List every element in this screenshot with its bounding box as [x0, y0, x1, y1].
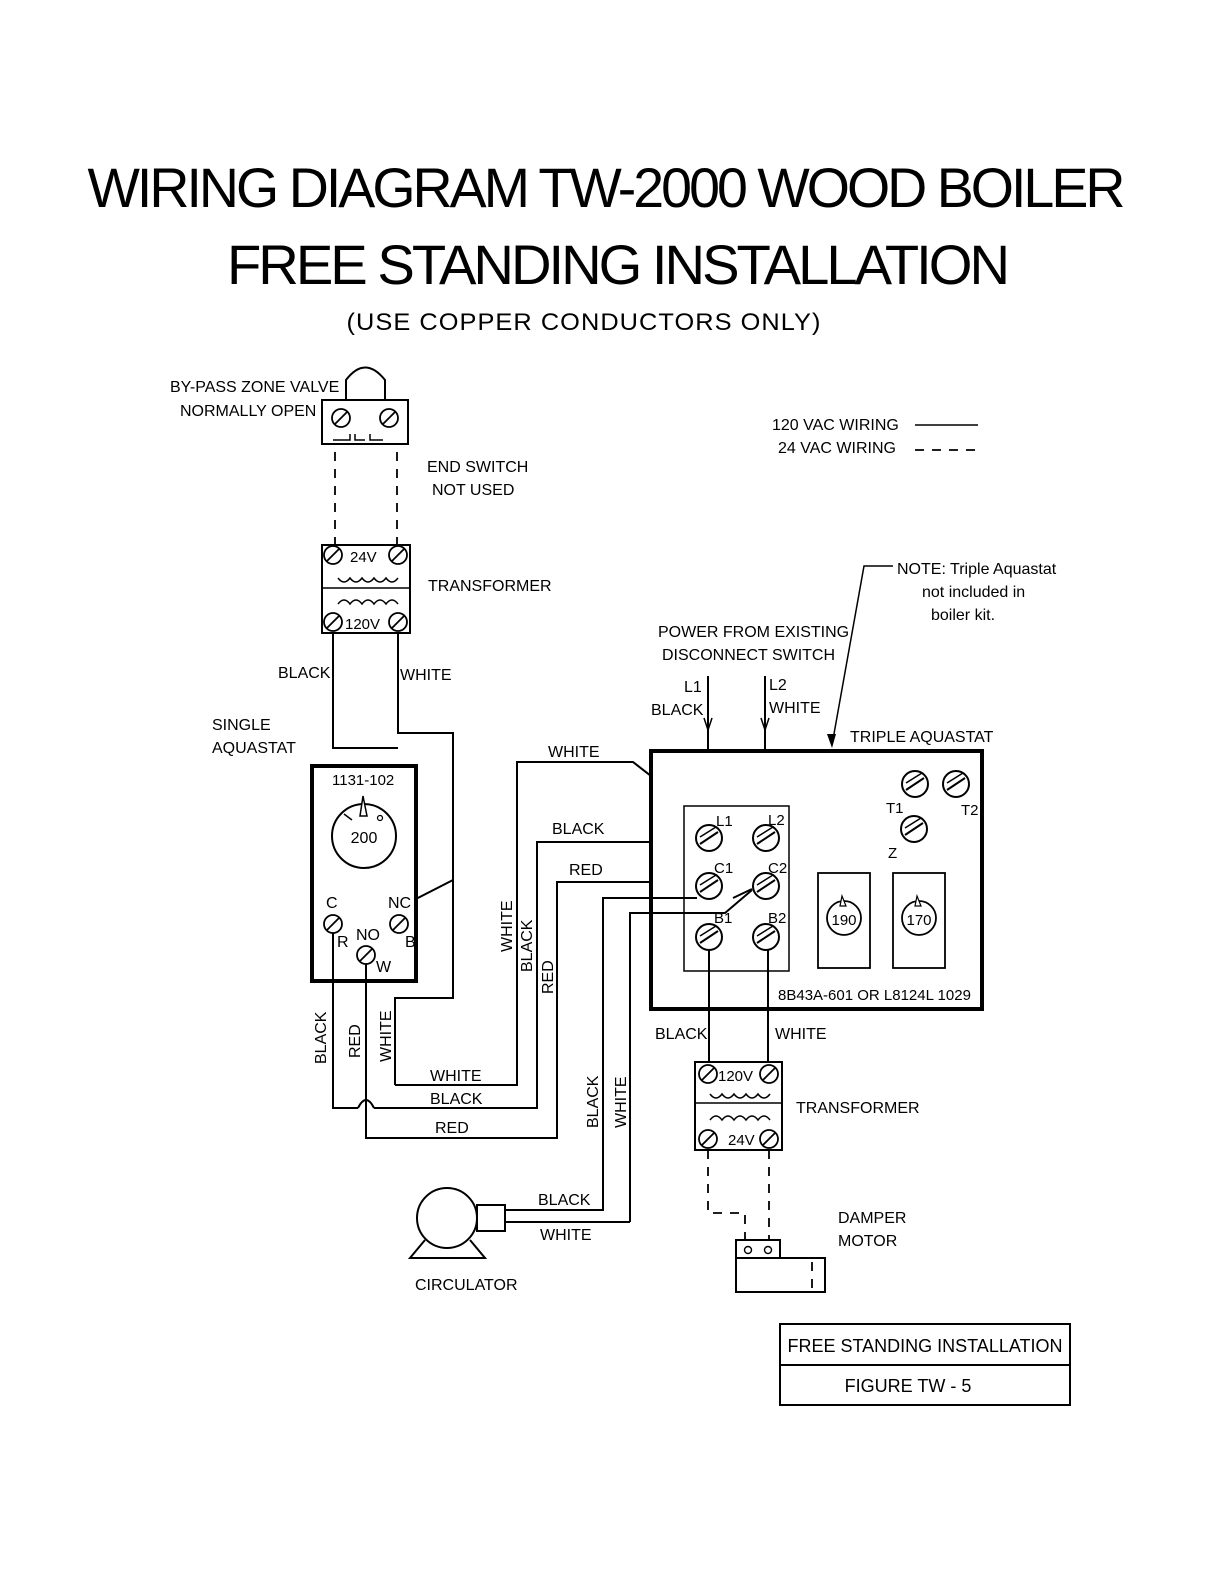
transformer-left-label: TRANSFORMER — [428, 578, 552, 595]
triple-b2: B2 — [768, 910, 786, 927]
single-aquastat-label-1: SINGLE — [212, 717, 271, 734]
wire-white-mid: WHITE — [499, 900, 516, 952]
transformer-left-120v: 120V — [345, 616, 380, 633]
single-aquastat-model: 1131-102 — [332, 772, 394, 789]
end-switch-label-2: NOT USED — [432, 482, 514, 499]
single-aquastat: 1131-102 200 C NC R NO B W — [310, 764, 418, 983]
transformer-right: 120V 24V — [694, 1061, 783, 1151]
terminal-no-label: NO — [356, 927, 380, 944]
triple-z: Z — [888, 845, 897, 862]
wire-white-bottom: WHITE — [430, 1068, 482, 1085]
circulator-white: WHITE — [540, 1227, 592, 1244]
triple-note-1: NOTE: Triple Aquastat — [897, 561, 1057, 578]
damper-motor — [735, 1239, 826, 1293]
zone-valve-label-1: BY-PASS ZONE VALVE — [170, 379, 339, 396]
triple-c2: C2 — [768, 860, 787, 877]
transformer-right-24v: 24V — [728, 1132, 755, 1149]
triple-note-2: not included in — [922, 584, 1025, 601]
transformer-left-24v: 24V — [350, 549, 377, 566]
transformer-left-white: WHITE — [400, 667, 452, 684]
power-l2: L2 — [769, 677, 787, 694]
terminal-r-label: R — [337, 934, 349, 951]
wiring-legend: 120 VAC WIRING 24 VAC WIRING — [772, 417, 978, 457]
wire-black-vertical: BLACK — [313, 1011, 330, 1064]
triple-t1: T1 — [886, 800, 904, 817]
figure-caption-line-2: FIGURE TW - 5 — [845, 1376, 972, 1396]
transformer-right-white: WHITE — [775, 1026, 827, 1043]
figure-caption-line-1: FREE STANDING INSTALLATION — [787, 1336, 1062, 1356]
terminal-c-label: C — [326, 895, 338, 912]
circulator-pump — [407, 1187, 506, 1259]
power-l1: L1 — [684, 679, 702, 696]
circulator-label: CIRCULATOR — [415, 1277, 518, 1294]
terminal-nc-label: NC — [388, 895, 411, 912]
single-aquastat-setting: 200 — [351, 830, 378, 847]
figure-caption-box: FREE STANDING INSTALLATION FIGURE TW - 5 — [779, 1323, 1071, 1406]
triple-l2: L2 — [768, 812, 785, 829]
power-label-2: DISCONNECT SWITCH — [662, 647, 835, 664]
legend-120vac-label: 120 VAC WIRING — [772, 417, 899, 434]
wire-black-top: BLACK — [552, 821, 605, 838]
circulator-black: BLACK — [538, 1192, 591, 1209]
triple-aquastat-model: 8B43A-601 OR L8124L 1029 — [778, 987, 971, 1004]
circulator-wire-white-vertical: WHITE — [613, 1076, 630, 1128]
triple-note-3: boiler kit. — [931, 607, 995, 624]
wire-red-bottom: RED — [435, 1120, 469, 1137]
triple-aquastat: L1 L2 C1 C2 B1 B2 T1 T2 Z 190 170 8B43A-… — [649, 749, 984, 1011]
triple-aquastat-label: TRIPLE AQUASTAT — [850, 729, 994, 746]
power-black: BLACK — [651, 702, 704, 719]
title-line-2: FREE STANDING INSTALLATION — [227, 233, 1007, 296]
triple-dial-2: 170 — [906, 912, 931, 929]
transformer-left-black: BLACK — [278, 665, 331, 682]
power-white: WHITE — [769, 700, 821, 717]
wire-white-vertical: WHITE — [378, 1010, 395, 1062]
wire-red-mid: RED — [540, 960, 557, 994]
title-line-1: WIRING DIAGRAM TW-2000 WOOD BOILER — [88, 156, 1124, 219]
transformer-left: 24V 120V — [321, 544, 411, 634]
damper-label-2: MOTOR — [838, 1233, 897, 1250]
wire-white-top: WHITE — [548, 744, 600, 761]
transformer-right-120v: 120V — [718, 1068, 753, 1085]
zone-valve-label-2: NORMALLY OPEN — [180, 403, 316, 420]
terminal-b-label: B — [405, 934, 416, 951]
transformer-right-label: TRANSFORMER — [796, 1100, 920, 1117]
wire-red-vertical: RED — [347, 1024, 364, 1058]
end-switch-label-1: END SWITCH — [427, 459, 528, 476]
damper-label-1: DAMPER — [838, 1210, 906, 1227]
triple-b1: B1 — [714, 910, 732, 927]
power-label-1: POWER FROM EXISTING — [658, 624, 849, 641]
legend-24vac-label: 24 VAC WIRING — [778, 440, 896, 457]
circulator-wire-black-vertical: BLACK — [585, 1075, 602, 1128]
single-aquastat-label-2: AQUASTAT — [212, 740, 296, 757]
wire-black-mid: BLACK — [519, 919, 536, 972]
triple-dial-1: 190 — [831, 912, 856, 929]
copper-note: (USE COPPER CONDUCTORS ONLY) — [347, 309, 822, 336]
transformer-right-black: BLACK — [655, 1026, 708, 1043]
triple-t2: T2 — [961, 802, 979, 819]
wire-black-bottom: BLACK — [430, 1091, 483, 1108]
triple-l1: L1 — [716, 813, 733, 830]
triple-c1: C1 — [714, 860, 733, 877]
wire-red-top: RED — [569, 862, 603, 879]
terminal-w-label: W — [376, 959, 392, 976]
bypass-zone-valve: BY-PASS ZONE VALVE NORMALLY OPEN — [170, 366, 409, 445]
